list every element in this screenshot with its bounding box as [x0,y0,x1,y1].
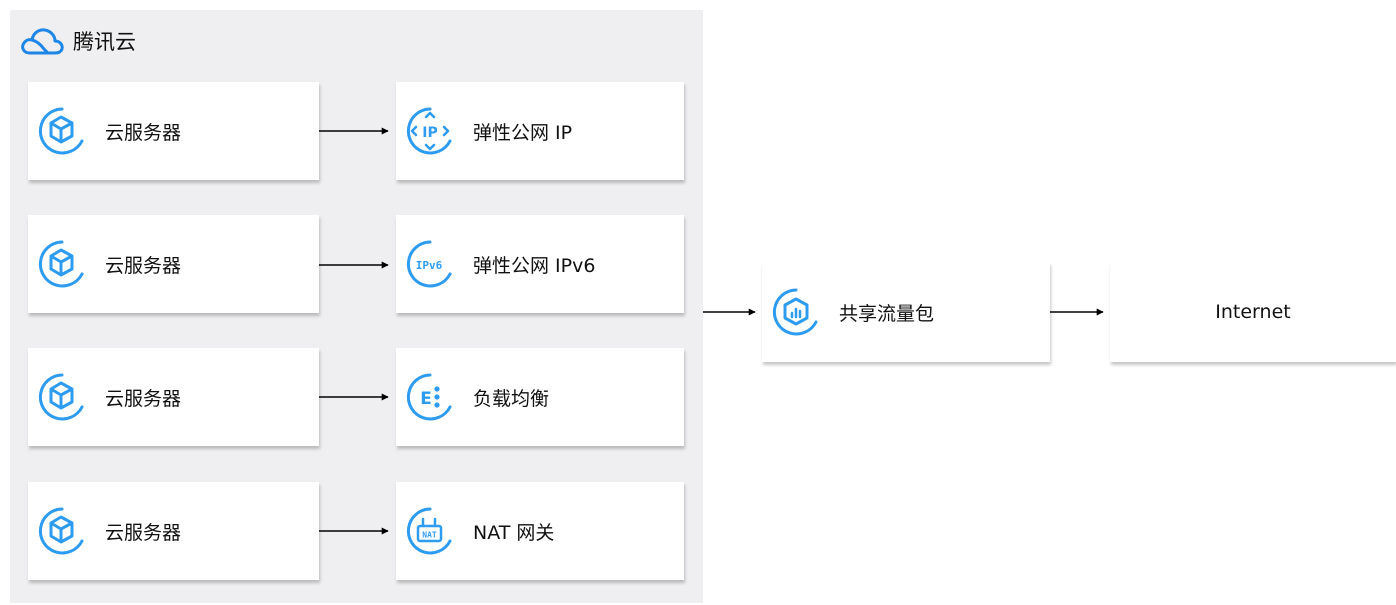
cvm-icon [38,240,84,288]
shared-traffic-package-icon [772,288,818,336]
cvm-icon [38,107,84,155]
clb-node[interactable]: E 负载均衡 [396,348,684,446]
shared-traffic-package-node[interactable]: 共享流量包 [762,262,1050,362]
ipv6-label: 弹性公网 IPv6 [473,254,596,277]
cvm-node[interactable]: 云服务器 [28,348,319,446]
cvm-label: 云服务器 [105,521,182,544]
cvm-label: 云服务器 [105,254,182,277]
cvm-icon [38,373,84,421]
brand: 腾讯云 [17,24,136,58]
nat-gateway-icon: NAT [406,507,452,555]
clb-label: 负载均衡 [473,387,550,410]
nat-gateway-label: NAT 网关 [473,521,555,544]
cvm-label: 云服务器 [105,387,182,410]
ipv6-node[interactable]: IPv6 弹性公网 IPv6 [396,215,684,313]
svg-text:E: E [420,389,432,409]
ipv6-icon: IPv6 [406,240,452,288]
cvm-label: 云服务器 [105,121,182,144]
eip-node[interactable]: IP 弹性公网 IP [396,82,684,180]
clb-icon: E [406,373,452,421]
internet-label: Internet [1215,301,1291,323]
tencent-cloud-logo-icon [21,28,64,55]
svg-text:NAT: NAT [422,531,437,540]
eip-icon: IP [406,107,452,155]
cvm-icon [38,507,84,555]
nat-gateway-node[interactable]: NAT NAT 网关 [396,482,684,580]
cvm-node[interactable]: 云服务器 [28,215,319,313]
svg-text:IP: IP [422,125,437,141]
brand-name: 腾讯云 [73,30,136,54]
cvm-node[interactable]: 云服务器 [28,482,319,580]
eip-label: 弹性公网 IP [473,121,573,144]
cvm-node[interactable]: 云服务器 [28,82,319,180]
internet-node[interactable]: Internet [1110,262,1396,362]
shared-traffic-package-label: 共享流量包 [839,302,935,325]
svg-text:IPv6: IPv6 [416,259,443,272]
